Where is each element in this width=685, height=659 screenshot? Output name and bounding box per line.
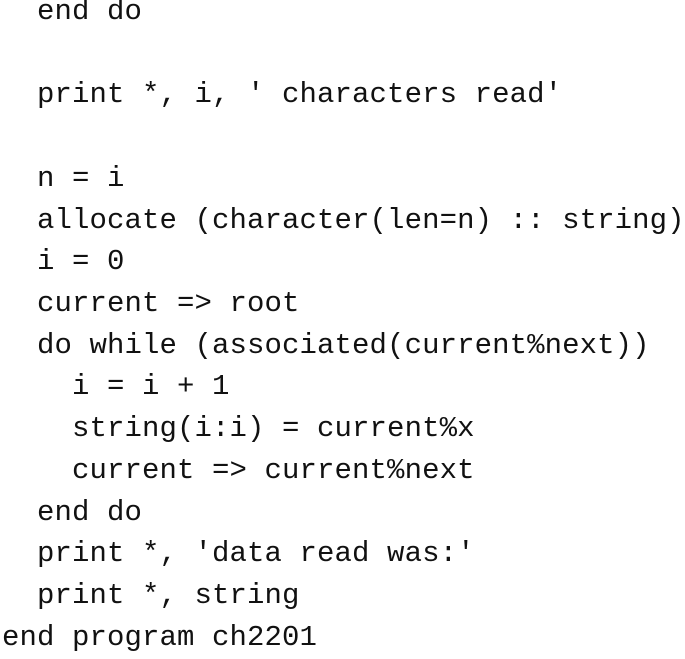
code-line: do while (associated(current%next)) <box>2 328 650 362</box>
code-line: n = i <box>2 161 125 195</box>
code-line: i = i + 1 <box>2 370 230 404</box>
code-line: current => root <box>2 287 300 321</box>
code-line: string(i:i) = current%x <box>2 412 475 446</box>
code-line: print *, 'data read was:' <box>2 537 475 571</box>
code-line: end do <box>2 0 143 28</box>
code-line: current => current%next <box>2 453 475 487</box>
code-line: print *, i, ' characters read' <box>2 78 563 112</box>
code-line: print *, string <box>2 579 300 613</box>
code-line <box>2 24 685 74</box>
code-line: i = 0 <box>2 245 125 279</box>
code-line: end do <box>2 495 143 529</box>
code-line: allocate (character(len=n) :: string) <box>2 203 685 237</box>
code-line <box>2 116 685 158</box>
code-line: end program ch2201 <box>2 620 318 654</box>
